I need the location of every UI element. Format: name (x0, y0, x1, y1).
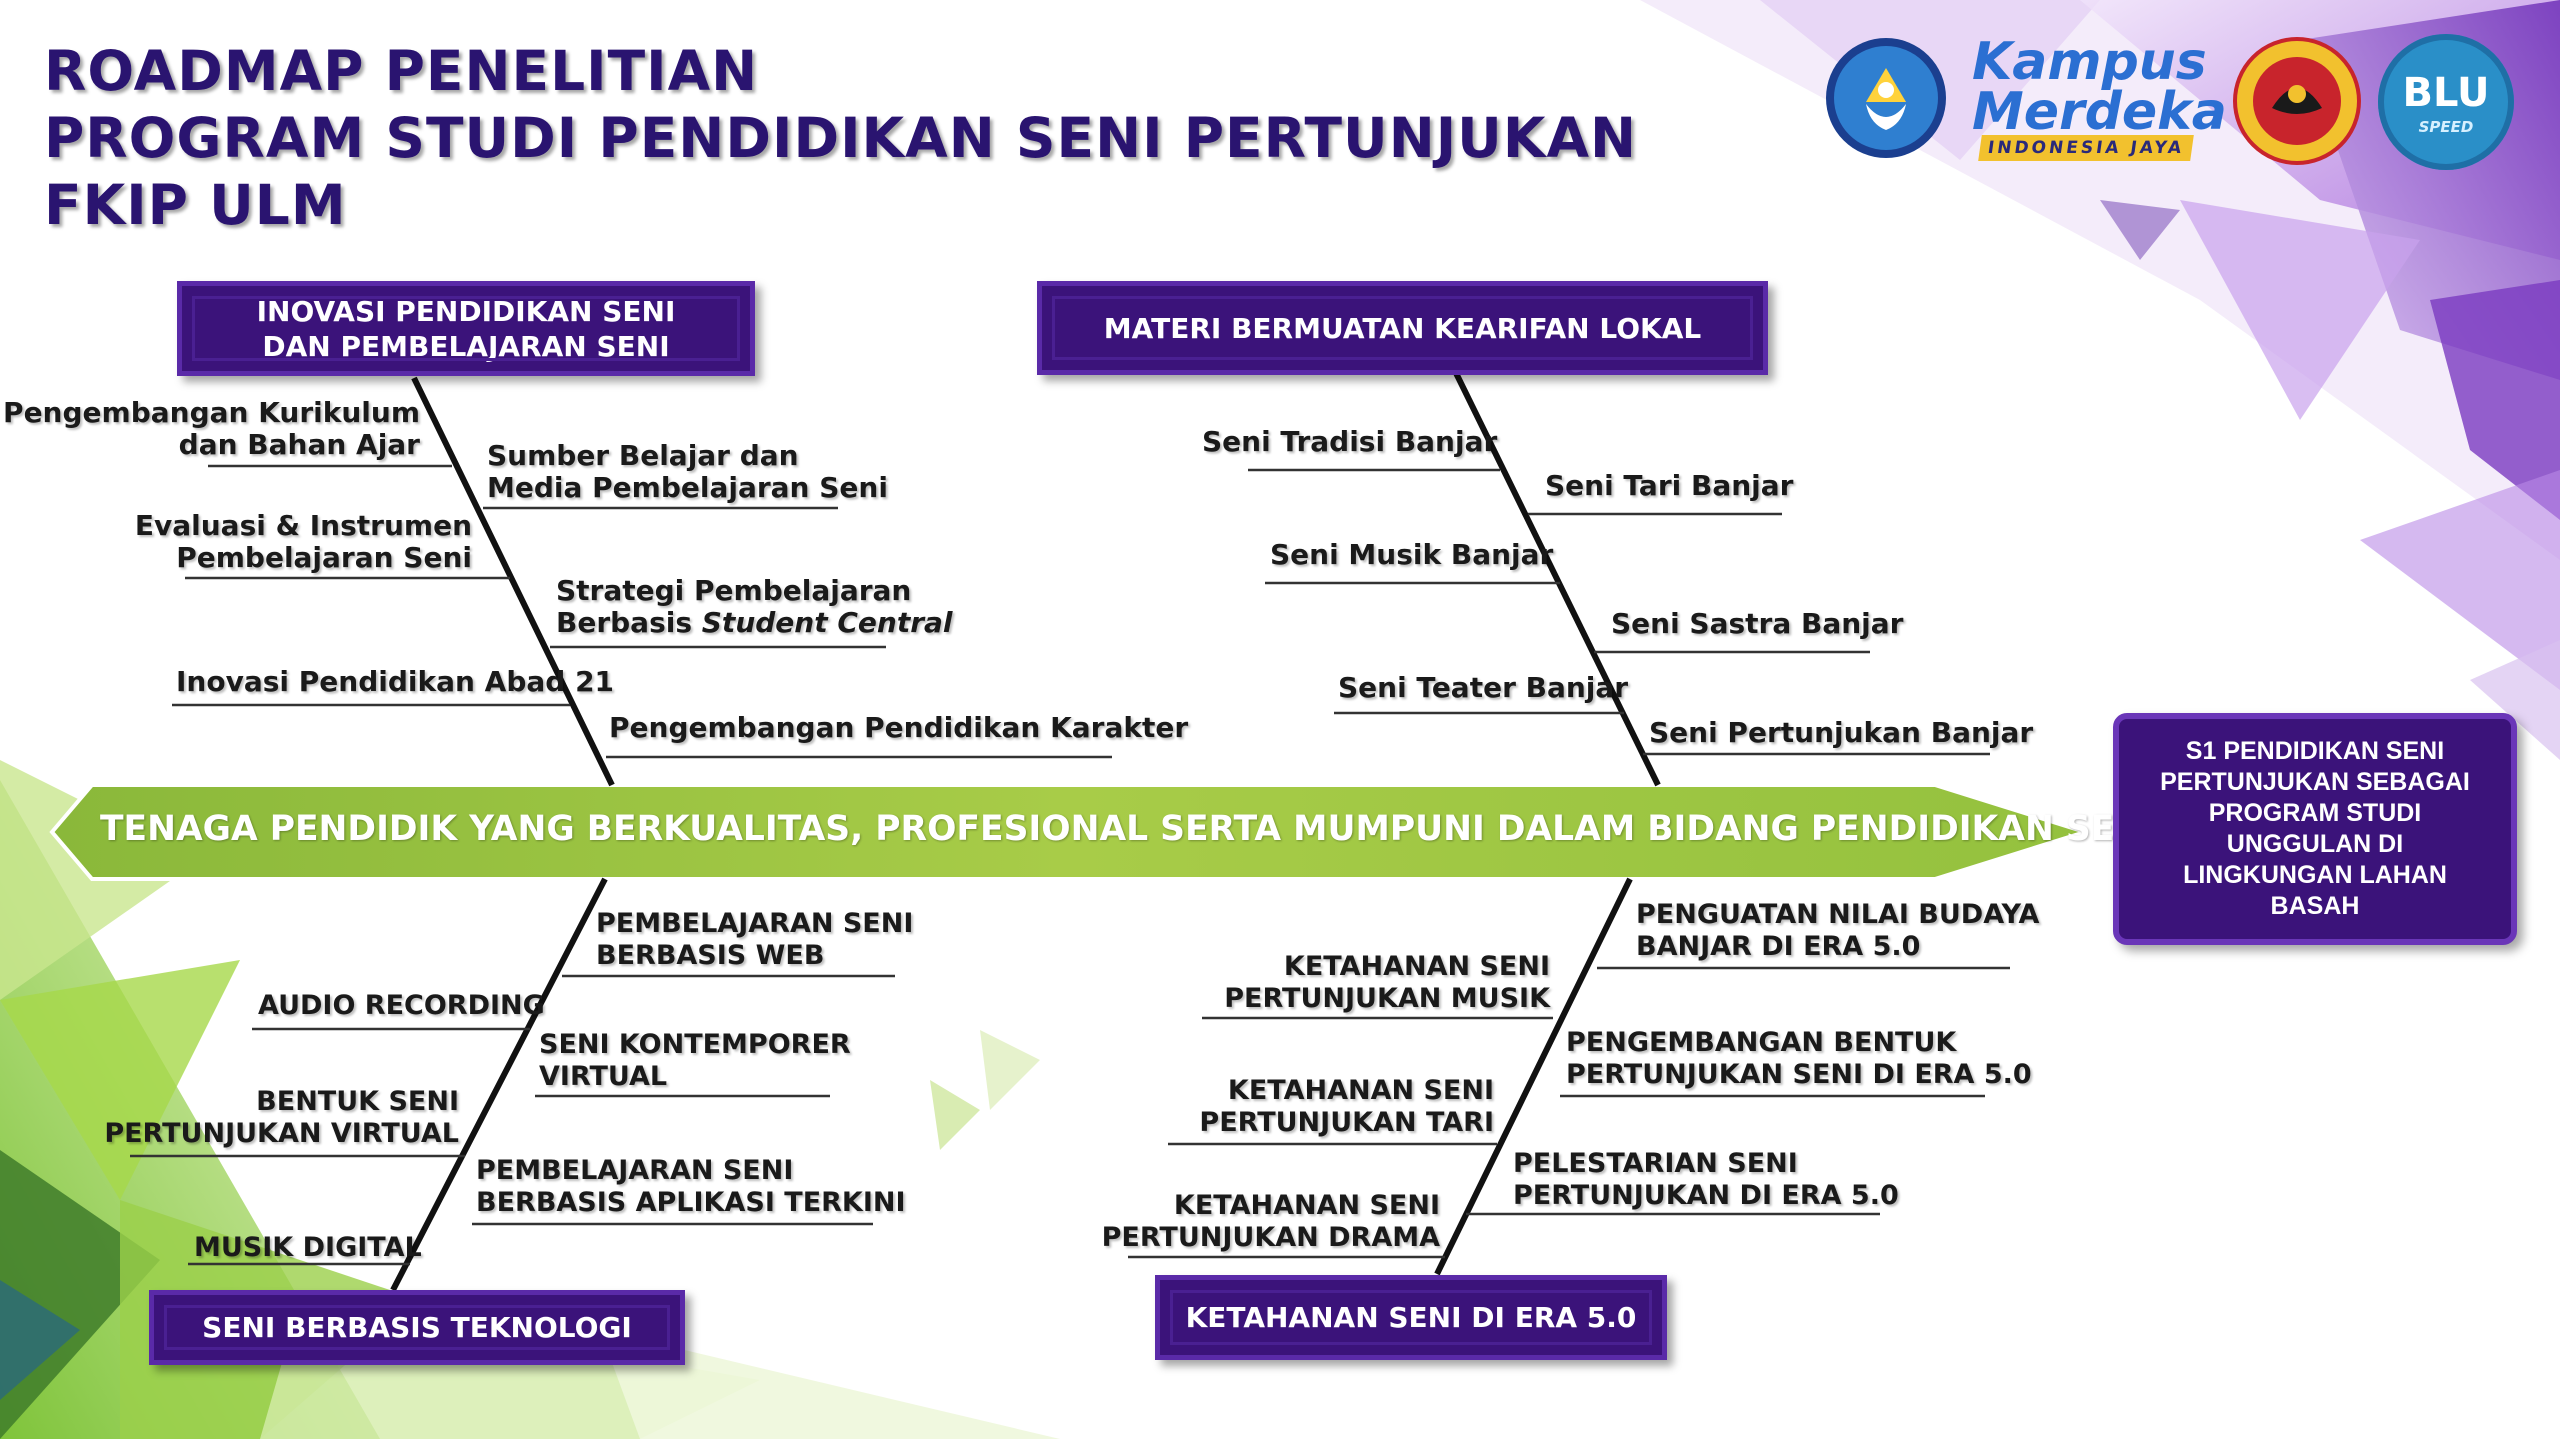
branch-label: Seni Musik Banjar (1270, 538, 1554, 571)
bone-top-right (1453, 371, 1661, 787)
branch-label: Seni Teater Banjar (1338, 671, 1629, 704)
category-bottom-left: SENI BERBASIS TEKNOLOGI (149, 1290, 685, 1365)
category-top-left: INOVASI PENDIDIKAN SENI DAN PEMBELAJARAN… (177, 281, 755, 376)
title-line-2: PROGRAM STUDI PENDIDIKAN SENI PERTUNJUKA… (44, 106, 1638, 170)
branch-label: Sumber Belajar dan Media Pembelajaran Se… (487, 439, 888, 504)
blu-speed-logo: BLU SPEED (2378, 34, 2514, 170)
branch-label: BENTUK SENI PERTUNJUKAN VIRTUAL (104, 1086, 459, 1149)
branch-label: PENGUATAN NILAI BUDAYA BANJAR DI ERA 5.0 (1636, 899, 2040, 962)
goal-text: S1 PENDIDIKAN SENI PERTUNJUKAN SEBAGAI P… (2160, 737, 2470, 920)
category-top-right: MATERI BERMUATAN KEARIFAN LOKAL (1037, 281, 1768, 375)
branch-label: Pengembangan Kurikulum dan Bahan Ajar (3, 396, 420, 461)
branch-label: MUSIK DIGITAL (194, 1232, 422, 1263)
title-line-3: FKIP ULM (44, 173, 347, 237)
category-bottom-right: KETAHANAN SENI DI ERA 5.0 (1155, 1275, 1667, 1360)
branch-label: Inovasi Pendidikan Abad 21 (176, 665, 615, 698)
bone-bottom-right (1434, 877, 1633, 1276)
branch-label: PELESTARIAN SENI PERTUNJUKAN DI ERA 5.0 (1513, 1148, 1899, 1211)
branch-label: Seni Tradisi Banjar (1202, 425, 1498, 458)
branch-label: KETAHANAN SENI PERTUNJUKAN DRAMA (1101, 1190, 1440, 1253)
tut-wuri-handayani-logo (1826, 38, 1946, 158)
branch-label: AUDIO RECORDING (258, 990, 545, 1021)
branch-label: PENGEMBANGAN BENTUK PERTUNJUKAN SENI DI … (1566, 1027, 2032, 1090)
bone-bottom-left (390, 877, 608, 1292)
branch-label: Pengembangan Pendidikan Karakter (609, 711, 1189, 744)
kampus-merdeka-logo: Kampus Merdeka INDONESIA JAYA (1972, 34, 2227, 169)
bone-top-left (411, 376, 615, 787)
goal-box: S1 PENDIDIKAN SENI PERTUNJUKAN SEBAGAI P… (2113, 713, 2517, 945)
branch-label: KETAHANAN SENI PERTUNJUKAN TARI (1199, 1075, 1494, 1138)
page-title: ROADMAP PENELITIAN PROGRAM STUDI PENDIDI… (44, 38, 1637, 239)
branch-label: KETAHANAN SENI PERTUNJUKAN MUSIK (1224, 951, 1550, 1014)
branch-label: PEMBELAJARAN SENI BERBASIS APLIKASI TERK… (476, 1155, 906, 1218)
branch-label: Seni Tari Banjar (1545, 469, 1794, 502)
ulm-seal-logo (2233, 37, 2361, 165)
branch-label: Strategi Pembelajaran Berbasis Student C… (556, 574, 953, 639)
branch-label: PEMBELAJARAN SENI BERBASIS WEB (596, 908, 914, 971)
title-line-1: ROADMAP PENELITIAN (44, 39, 759, 103)
branch-label: Seni Sastra Banjar (1611, 607, 1904, 640)
branch-label: SENI KONTEMPORER VIRTUAL (539, 1029, 851, 1092)
branch-label: Evaluasi & Instrumen Pembelajaran Seni (134, 509, 472, 574)
branch-label: Seni Pertunjukan Banjar (1649, 716, 2034, 749)
spine-label: TENAGA PENDIDIK YANG BERKUALITAS, PROFES… (100, 809, 2157, 849)
